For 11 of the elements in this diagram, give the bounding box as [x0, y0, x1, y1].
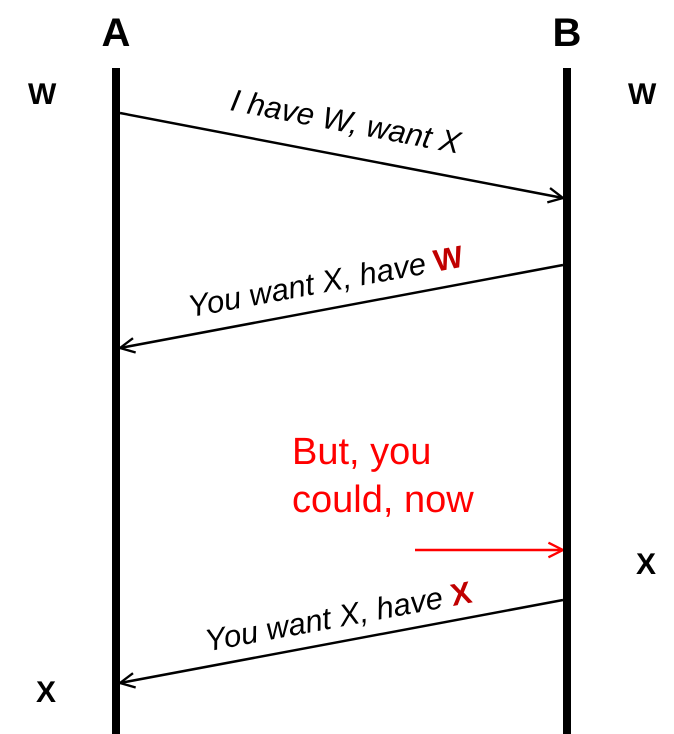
state-label: X [636, 548, 656, 582]
message-arrow [120, 112, 564, 204]
message-arrow [118, 598, 564, 689]
state-label: X [36, 676, 56, 710]
lifeline-heading: A [102, 10, 130, 56]
message-arrow [118, 264, 564, 354]
state-label: W [28, 78, 56, 112]
lifeline-heading: B [552, 10, 582, 56]
message-arrow [415, 542, 564, 558]
state-label: W [628, 78, 656, 112]
message-label: But, you could, now [291, 430, 475, 523]
